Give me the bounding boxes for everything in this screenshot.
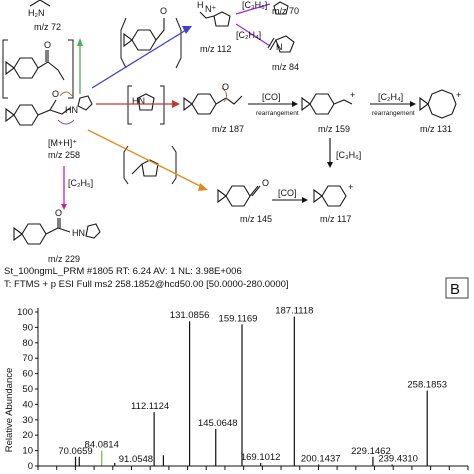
fragment-112: N⁺ H m/z 112 (197, 0, 231, 54)
peak-label: 229.1462 (351, 446, 391, 457)
ion-label-258: m/z 258 (48, 150, 80, 160)
peak-label: 200.1437 (301, 453, 341, 464)
peak-label: 187.1118 (275, 306, 313, 317)
plus-131: + (456, 90, 461, 100)
precursor-label: [M+H]⁺ (48, 138, 77, 148)
acylium-intermediate: O (120, 6, 182, 69)
peak-label: 91.0548 (119, 454, 153, 465)
ion-label-112: m/z 112 (200, 44, 231, 54)
enone-intermediate: O (2, 39, 74, 99)
fragment-229: O HN m/z 229 (13, 208, 101, 264)
y-tick-label: 20 (22, 430, 33, 441)
plus-159: + (350, 90, 355, 100)
y-tick-label: 50 (22, 384, 33, 395)
peak-label: 112.1124 (131, 401, 169, 412)
ion-label-117: m/z 117 (320, 214, 351, 224)
loss-co-low: [CO] (278, 188, 297, 198)
arrow-blue (91, 29, 187, 89)
spectrum-header-line2: T: FTMS + p ESI Full ms2 258.1852@hcd50.… (4, 279, 289, 290)
ion-label-72: m/z 72 (34, 22, 61, 32)
y-tick-label: 70 (22, 353, 33, 364)
peak-label: 131.0856 (170, 310, 210, 321)
atom-o-229: O (55, 208, 62, 218)
atom-o-145: O (262, 178, 269, 188)
rearrangement-right: rearrangement (372, 110, 415, 117)
loss-c2h4-mid: [C₂H₄] (378, 92, 403, 102)
loss-c3h6-top: [C₃H₆] (242, 0, 267, 10)
atom-hn-229: HN (72, 228, 85, 238)
ion-label-70: m/z 70 (272, 6, 299, 16)
spectrum-panel: St_100ngmL_PRM #1805 RT: 6.24 AV: 1 NL: … (4, 266, 469, 472)
peak-label: 84.0814 (85, 440, 119, 451)
y-tick-label: 30 (22, 415, 33, 426)
pyrrolidinyl-intermediate (123, 145, 177, 185)
fragment-187: O m/z 187 (183, 82, 244, 134)
ion-label-187: m/z 187 (212, 124, 244, 134)
atom-n-84: N (276, 42, 283, 52)
fragment-145: O m/z 145 (217, 178, 272, 224)
peak-label: 145.0648 (198, 418, 238, 429)
arrow-orange (87, 129, 205, 189)
atom-o-acylium: O (160, 6, 167, 16)
peak-series (74, 316, 428, 466)
fragment-72: H₂N m/z 72 (28, 0, 61, 32)
atom-n-plus: N⁺ (205, 4, 216, 14)
peak-label: 159.1169 (219, 313, 258, 324)
rearrangement-mid: rearrangement (256, 110, 299, 117)
peak-label: 258.1853 (407, 380, 447, 391)
y-tick-label: 90 (22, 322, 33, 333)
spectrum-header-line1: St_100ngmL_PRM #1805 RT: 6.24 AV: 1 NL: … (4, 266, 242, 277)
y-tick-label: 60 (22, 369, 33, 380)
ion-label-84: m/z 84 (272, 62, 299, 72)
panel-label-box (445, 277, 469, 299)
x-axis-minor-ticks (37, 466, 469, 470)
fragment-131: + m/z 131 (419, 89, 461, 134)
y-tick-label: 10 (22, 446, 33, 457)
ion-label-229: m/z 229 (48, 254, 80, 264)
y-tick-label: 40 (22, 399, 33, 410)
fragment-159: + m/z 159 (301, 90, 355, 134)
loss-c2h4-top: [C₂H₄] (236, 30, 261, 40)
atom-hn-main: HN (65, 105, 78, 115)
loss-c2h5: [C₂H₅] (68, 178, 93, 188)
precursor-structure: O HN [M+H]⁺ m/z 258 (5, 89, 93, 160)
plus-117: + (348, 182, 353, 192)
y-tick-label: 100 (17, 307, 33, 318)
fragment-117: + m/z 117 (313, 182, 353, 224)
ion-label-131: m/z 131 (420, 124, 452, 134)
loss-co-mid: [CO] (262, 92, 281, 102)
y-axis-title: Relative Abundance (4, 368, 15, 453)
y-tick-label: 0 (28, 461, 33, 472)
atom-h2n: H₂N (28, 8, 45, 18)
ion-label-145: m/z 145 (240, 214, 272, 224)
y-axis-ticks: 0 10 20 30 40 50 60 70 80 90 100 (17, 307, 38, 472)
atom-hn-bracket: HN (132, 96, 145, 106)
arrow-c3h6-top (235, 3, 271, 15)
peak-label: 239.4310 (378, 453, 418, 464)
peak-label: 70.0659 (58, 446, 92, 457)
y-tick-label: 80 (22, 338, 33, 349)
atom-o-187: O (222, 82, 229, 92)
atom-h: H (197, 0, 204, 10)
panel-label-b: B (450, 281, 460, 298)
atom-o-enone: O (44, 40, 51, 50)
pyrrolidine-intermediate: HN (127, 85, 165, 125)
loss-c3h6-down: [C₃H₆] (336, 150, 361, 160)
peak-label: 169.1012 (241, 452, 281, 463)
atom-o-main: O (52, 89, 59, 99)
fragmentation-scheme: H₂N m/z 72 O O HN [M+H]⁺ m/z 258 (2, 0, 461, 264)
ion-label-159: m/z 159 (318, 124, 350, 134)
arrow-c2h4-top (235, 23, 271, 47)
